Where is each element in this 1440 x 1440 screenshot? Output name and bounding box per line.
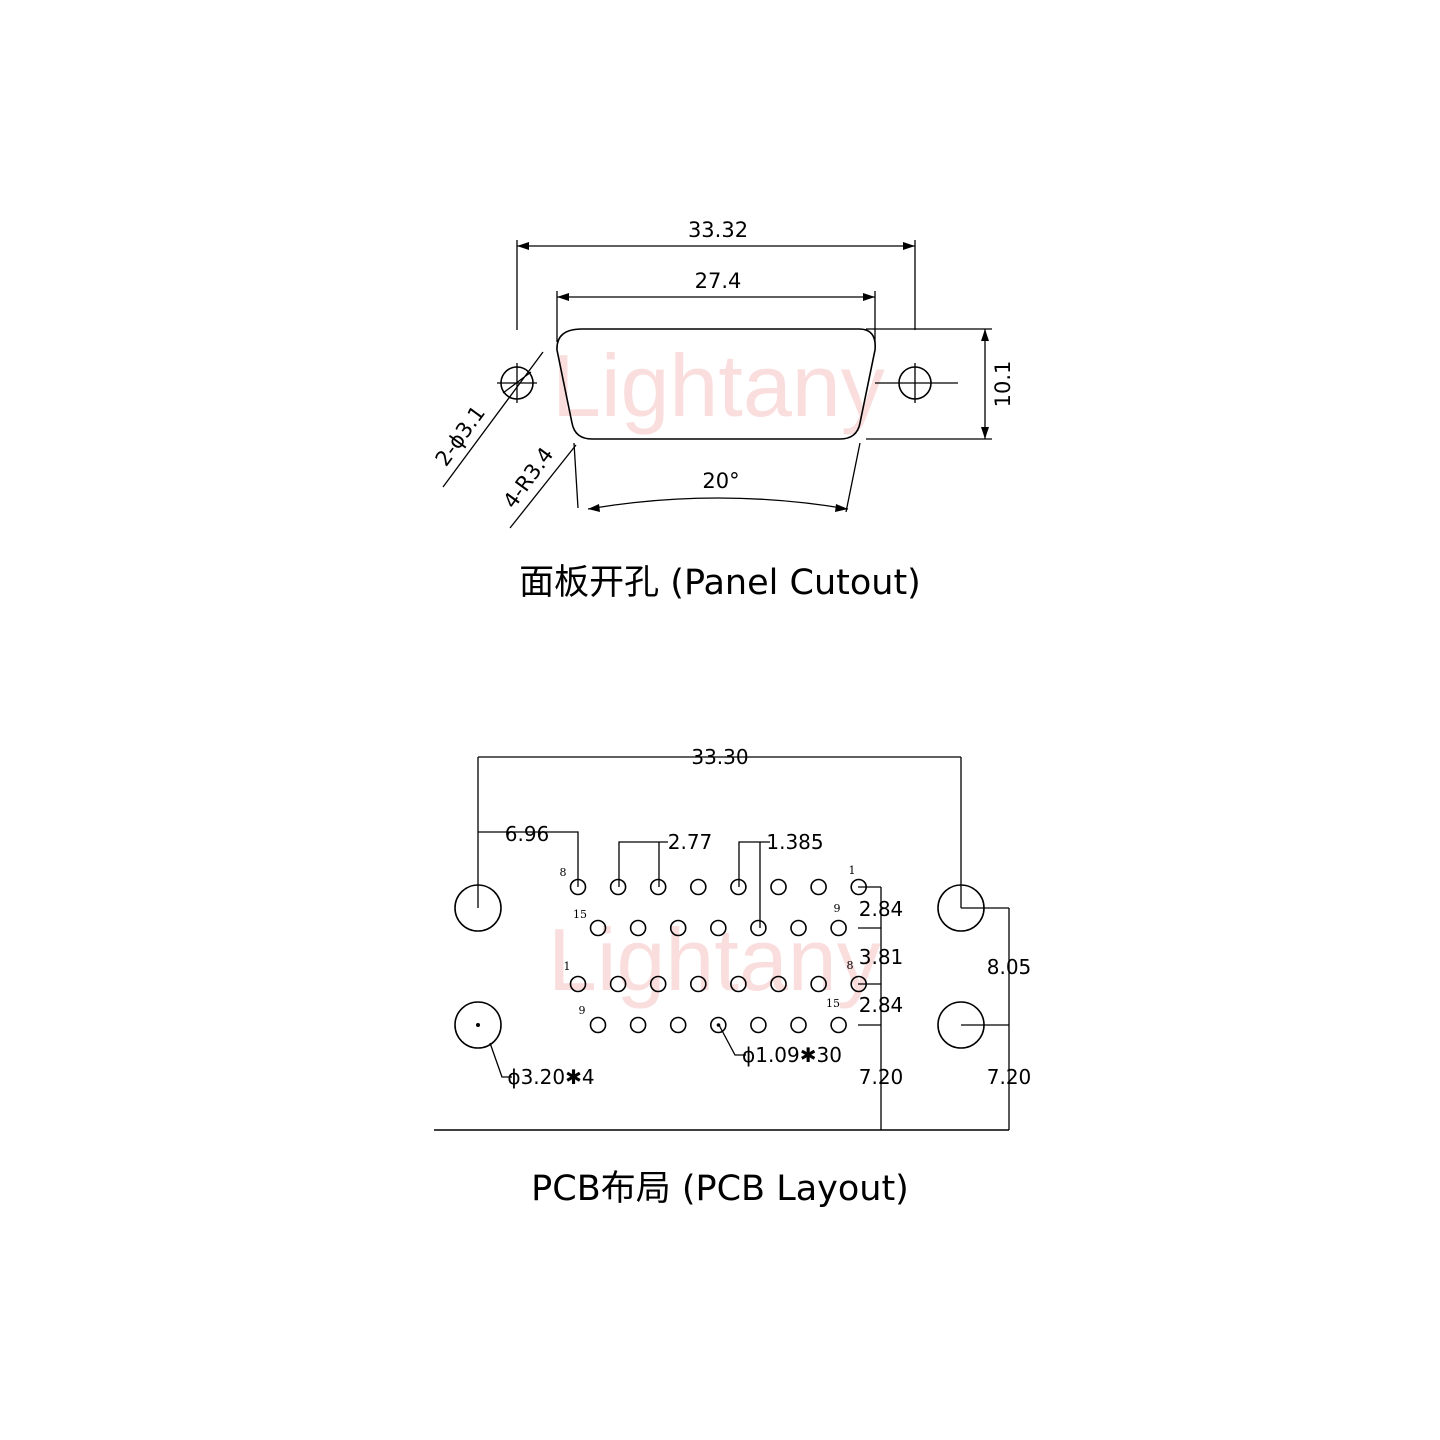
pin-hole <box>790 919 807 937</box>
pin-hole <box>709 919 727 937</box>
pcb-layout-drawing: Lightany 33.30 6.96 2.77 1.385 2.84 3.81… <box>434 745 1031 1209</box>
pin-hole <box>669 1016 687 1034</box>
pcb-mount-hole-center-mark <box>476 1023 480 1027</box>
dim-pcb-edge-right-label: 7.20 <box>987 1065 1032 1089</box>
pin-hole <box>790 1016 807 1034</box>
dim-pcb-overall-label: 33.30 <box>691 745 748 769</box>
pin-hole <box>770 878 787 896</box>
dim-panel-opening-lines <box>556 291 876 342</box>
pin-label-upper-8: 8 <box>560 866 567 879</box>
pin-hole <box>750 919 767 937</box>
pin-label-upper-1: 1 <box>849 864 856 877</box>
pin-hole <box>629 919 647 937</box>
dim-pcb-edge-left-label: 7.20 <box>859 1065 904 1089</box>
dim-panel-height-arrows <box>981 329 989 439</box>
dim-panel-radius-leader <box>509 444 577 529</box>
pin-hole <box>589 919 607 937</box>
pin-hole <box>810 878 827 896</box>
pin-label-lower-9: 9 <box>579 1004 586 1017</box>
dim-panel-angle-arrows <box>588 504 848 512</box>
pin-hole-center-mark <box>716 1023 721 1027</box>
pin-label-lower-8: 8 <box>847 959 854 972</box>
dim-pcb-row-gap-label: 3.81 <box>859 945 904 969</box>
pcb-mount-hole-bottom-left <box>454 1001 502 1049</box>
pin-hole <box>709 1016 727 1034</box>
pin-hole <box>569 975 587 993</box>
d-sub-opening-outline <box>556 328 876 440</box>
pin-hole <box>810 975 827 993</box>
dim-pcb-mount-holes-label: ϕ3.20✱4 <box>507 1065 594 1089</box>
pin-hole <box>850 878 868 896</box>
dim-pcb-mount-pitch-lines <box>961 907 1010 1130</box>
pin-hole <box>830 919 847 937</box>
pin-hole <box>649 878 667 896</box>
dim-pcb-half-pitch-lines <box>738 841 770 928</box>
pin-label-upper-15: 15 <box>573 908 587 921</box>
dim-pcb-mount-holes-leader <box>489 1042 512 1078</box>
pin-hole <box>850 975 868 993</box>
dim-pcb-pitch-label: 2.77 <box>668 830 713 854</box>
dim-panel-holes-leader <box>442 351 544 488</box>
pin-label-lower-15: 15 <box>826 997 840 1010</box>
dim-pcb-half-pitch-label: 1.385 <box>766 830 823 854</box>
pin-hole <box>649 975 667 993</box>
pin-hole <box>770 975 787 993</box>
dim-pcb-pin-holes-label: ϕ1.09✱30 <box>742 1043 842 1067</box>
dim-panel-angle-lines <box>573 442 861 513</box>
pin-label-lower-1: 1 <box>564 960 571 973</box>
pin-hole <box>750 1016 767 1034</box>
pin-hole <box>830 1016 847 1034</box>
watermark-pcb: Lightany <box>548 910 881 1009</box>
pin-hole <box>589 1016 607 1034</box>
panel-cutout-drawing: Lightany 33.32 27.4 10.1 20° 2-ϕ3.1 4-R3… <box>431 218 1015 603</box>
dim-panel-opening-label: 27.4 <box>695 269 742 293</box>
pin-hole <box>689 975 707 993</box>
dim-pcb-row1-label: 2.84 <box>859 897 904 921</box>
pin-hole <box>569 878 587 896</box>
pcb-pin-holes <box>569 878 868 1034</box>
pin-hole <box>669 919 687 937</box>
watermark-panel: Lightany <box>552 336 885 435</box>
dim-panel-height-lines <box>866 328 992 440</box>
panel-hole-right-centerlines <box>875 363 958 403</box>
dim-pcb-pin-holes-leader <box>718 1024 746 1056</box>
dim-pcb-first-pin-lines <box>478 831 579 887</box>
pin-hole <box>689 878 707 896</box>
pin-hole <box>730 878 747 896</box>
dim-panel-angle-label: 20° <box>702 469 739 493</box>
dim-pcb-first-pin-label: 6.96 <box>505 822 550 846</box>
pin-hole <box>730 975 747 993</box>
dim-panel-overall-label: 33.32 <box>688 218 748 242</box>
panel-cutout-title: 面板开孔 (Panel Cutout) <box>519 563 921 603</box>
dim-pcb-row2-label: 2.84 <box>859 993 904 1017</box>
pin-label-upper-9: 9 <box>834 902 841 915</box>
pin-hole <box>609 878 627 896</box>
pin-hole <box>609 975 627 993</box>
pin-hole <box>629 1016 647 1034</box>
dim-pcb-mount-pitch-label: 8.05 <box>987 955 1032 979</box>
dim-panel-overall-lines <box>516 240 916 330</box>
dim-pcb-rows-lines <box>858 886 882 1130</box>
dim-pcb-pitch-lines <box>618 841 668 887</box>
pcb-layout-title: PCB布局 (PCB Layout) <box>531 1169 909 1209</box>
dim-panel-height-label: 10.1 <box>991 361 1015 408</box>
